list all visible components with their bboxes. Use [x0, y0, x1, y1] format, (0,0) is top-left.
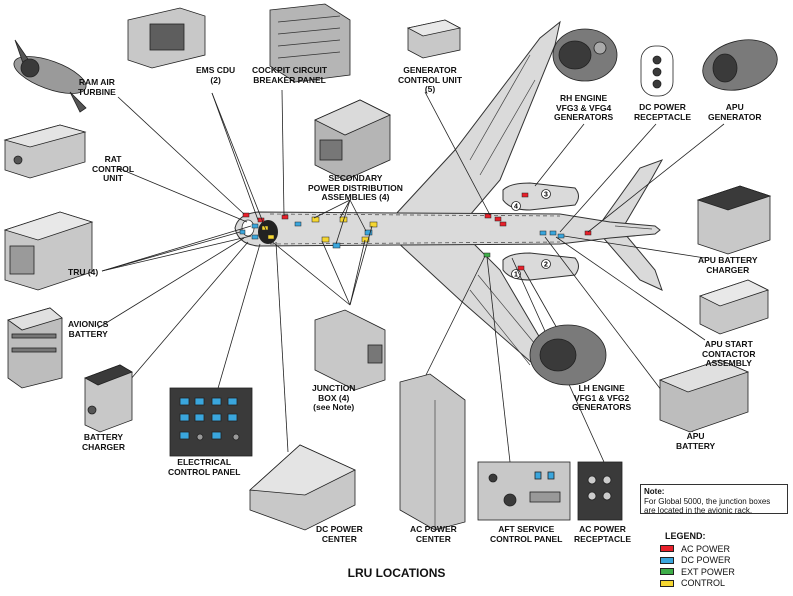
label-generator-control-unit: GENERATOR CONTROL UNIT (5)	[398, 65, 463, 94]
electrical-control-panel-illustration	[169, 387, 253, 457]
label-apu-generator: APU GENERATOR	[708, 102, 762, 122]
legend-title: LEGEND:	[665, 531, 706, 541]
right-wing	[393, 20, 561, 216]
label-dc-power-receptacle: DC POWER RECEPTACLE	[634, 102, 691, 122]
callout-3-text: 3	[544, 192, 548, 199]
legend-item-control: CONTROL	[660, 578, 788, 590]
aft-service-panel-illustration	[477, 461, 571, 521]
callout-1-text: 1	[514, 272, 518, 279]
junction-box-illustration	[314, 309, 386, 391]
rat-control-unit-illustration	[3, 124, 87, 179]
label-ac-power-receptacle: AC POWER RECEPTACLE	[574, 524, 631, 544]
apu-generator-illustration	[702, 39, 778, 91]
secondary-pda-illustration	[314, 99, 391, 181]
aircraft-details	[269, 54, 653, 366]
lh-engine-nacelle	[502, 252, 579, 281]
ac-power-center-illustration	[399, 373, 466, 531]
label-battery-charger: BATTERY CHARGER	[82, 432, 125, 452]
engine-callouts: 1 2 3 4	[511, 189, 551, 279]
label-junction-box: JUNCTION BOX (4) (see Note)	[312, 383, 356, 412]
label-lh-engine-generators: LH ENGINE VFG1 & VFG2 GENERATORS	[572, 383, 632, 412]
label-aft-service-panel: AFT SERVICE CONTROL PANEL	[490, 524, 563, 544]
lru-markers	[239, 192, 592, 271]
legend-item-ext-power: EXT POWER	[660, 566, 788, 578]
ac-power-receptacle-illustration	[577, 461, 623, 521]
note-text: For Global 5000, the junction boxes are …	[644, 496, 771, 516]
legend-item-ac-power: AC POWER	[660, 543, 788, 555]
dc-power-receptacle-illustration	[640, 45, 674, 97]
legend: LEGEND: AC POWER DC POWER EXT POWER CONT…	[660, 531, 788, 589]
label-tru: TRU (4)	[68, 267, 99, 277]
ems-cdu-illustration	[127, 7, 206, 69]
callout-3	[541, 189, 551, 199]
callout-4-text: 4	[514, 204, 518, 211]
lh-engine-generators-illustration	[529, 324, 607, 386]
label-electrical-control-panel: ELECTRICAL CONTROL PANEL	[168, 457, 241, 477]
label-ems-cdu: EMS CDU (2)	[196, 65, 236, 85]
legend-swatch-dc	[660, 556, 674, 564]
note-title: Note:	[644, 487, 665, 496]
apu-battery-charger-illustration	[696, 185, 772, 255]
label-ac-power-center: AC POWER CENTER	[410, 524, 457, 544]
note-box: Note: For Global 5000, the junction boxe…	[640, 484, 788, 516]
rh-engine-generators-illustration	[552, 28, 618, 82]
label-cockpit-cb-panel: COCKPIT CIRCUIT BREAKER PANEL	[252, 65, 328, 85]
legend-swatch-control	[660, 579, 674, 587]
label-apu-battery-charger: APU BATTERY CHARGER	[698, 255, 758, 275]
apu-start-contactor-illustration	[698, 279, 770, 335]
legend-label-dc: DC POWER	[681, 555, 731, 566]
ram-air-turbine-illustration	[13, 39, 87, 113]
gcu-illustration	[406, 19, 462, 59]
diagram-title: LRU LOCATIONS	[347, 566, 446, 580]
callout-4	[511, 201, 521, 211]
label-rh-engine-generators: RH ENGINE VFG3 & VFG4 GENERATORS	[554, 93, 614, 122]
label-secondary-pda: SECONDARY POWER DISTRIBUTION ASSEMBLIES …	[308, 173, 403, 202]
legend-label-control: CONTROL	[681, 578, 726, 589]
label-ram-air-turbine: RAM AIR TURBINE	[78, 77, 116, 97]
callout-2	[541, 259, 551, 269]
label-apu-start-contactor: APU START CONTACTOR ASSEMBLY	[702, 339, 756, 368]
legend-item-dc-power: DC POWER	[660, 555, 788, 567]
legend-label-ac: AC POWER	[681, 543, 731, 554]
tru-illustration	[3, 211, 94, 291]
cockpit-cb-panel-illustration	[269, 3, 351, 83]
avionics-battery-illustration	[7, 307, 63, 389]
legend-label-ext: EXT POWER	[681, 566, 735, 577]
h-stab-lower	[598, 233, 663, 291]
h-stab-upper	[599, 159, 664, 225]
battery-charger-illustration	[84, 364, 133, 433]
label-avionics-battery: AVIONICS BATTERY	[68, 319, 109, 339]
legend-swatch-ac	[660, 545, 674, 553]
callout-2-text: 2	[544, 262, 548, 269]
legend-swatch-ext	[660, 568, 674, 576]
label-dc-power-center: DC POWER CENTER	[316, 524, 363, 544]
apu-battery-illustration	[658, 359, 750, 433]
label-apu-battery: APU BATTERY	[676, 431, 716, 451]
dc-power-center-illustration	[249, 444, 356, 531]
label-rat-control-unit: RAT CONTROL UNIT	[92, 154, 135, 183]
